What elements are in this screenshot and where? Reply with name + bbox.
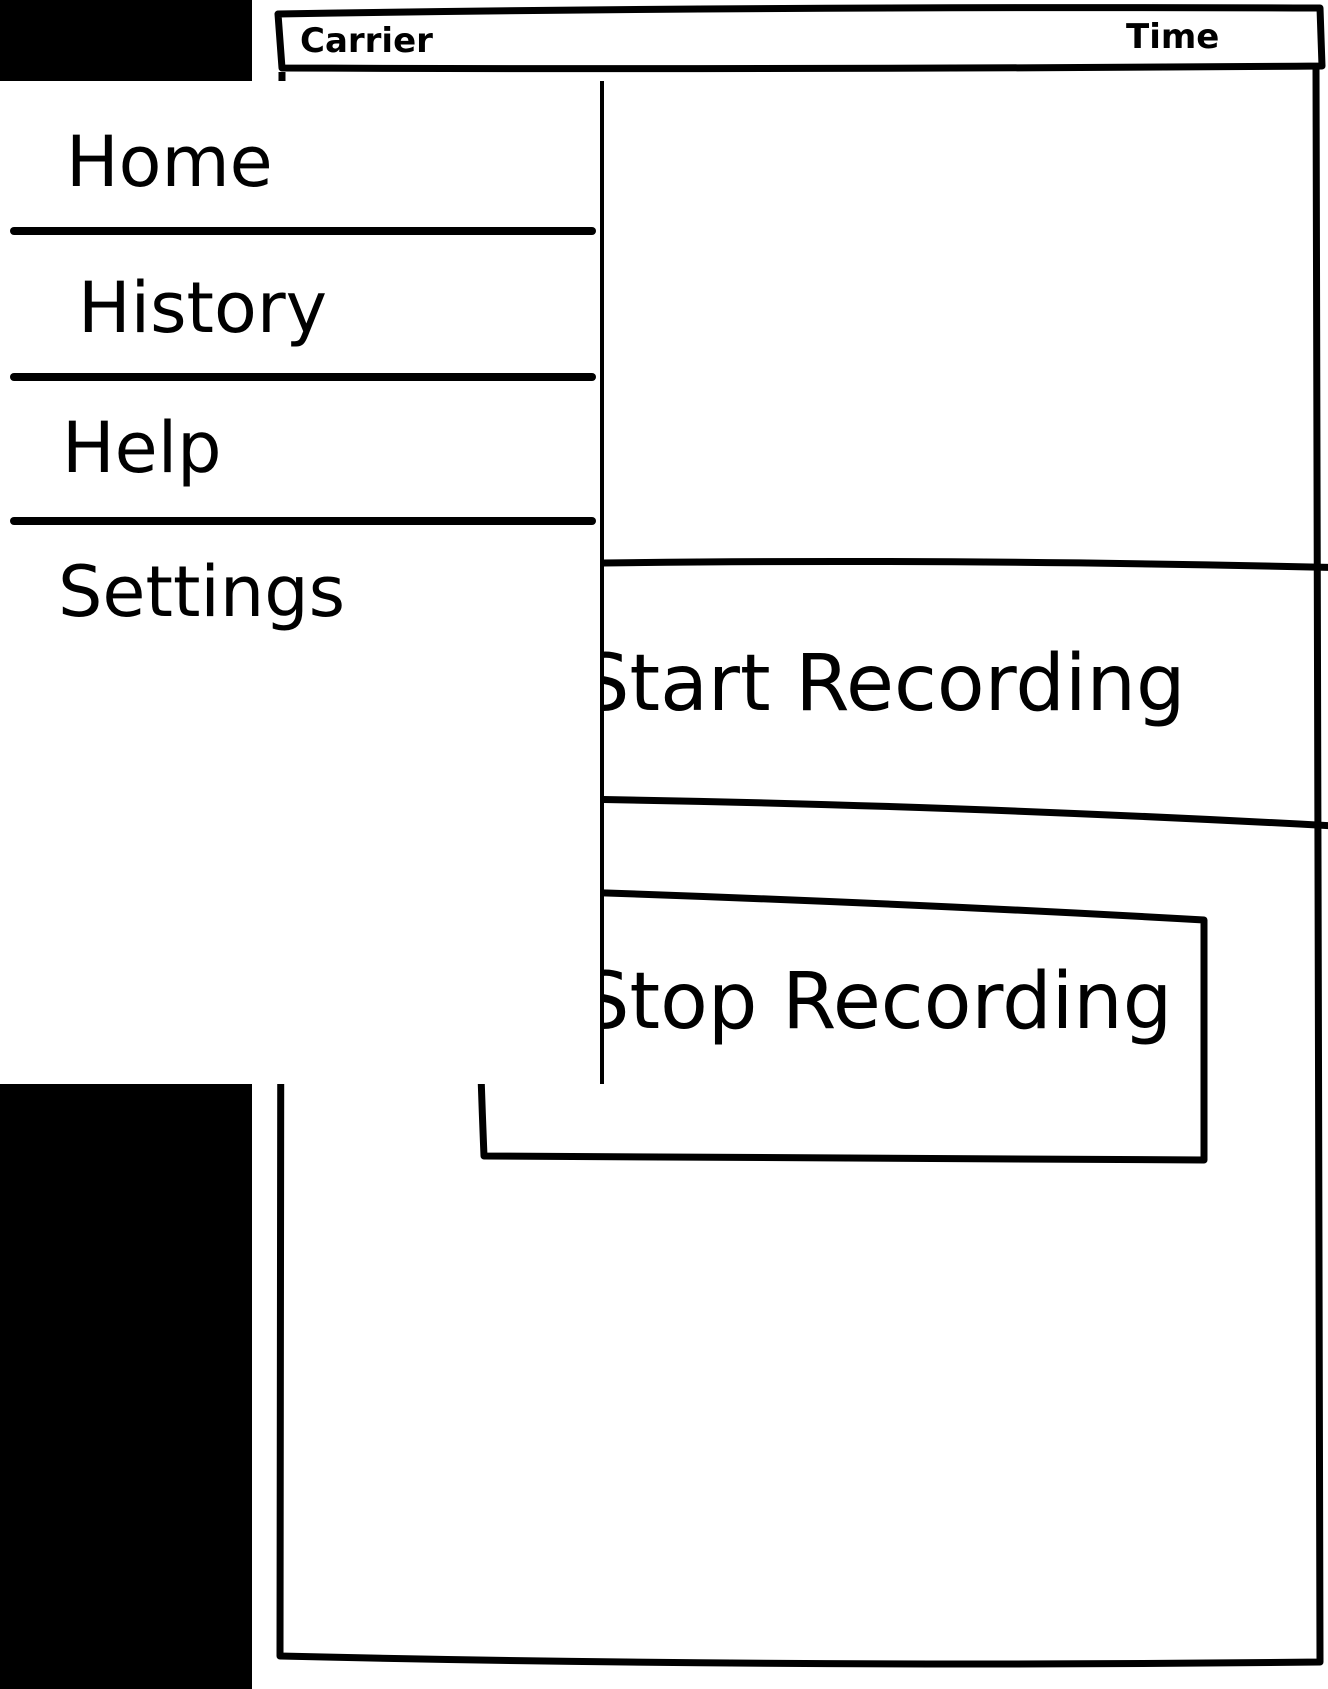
drawer-divider xyxy=(10,373,596,381)
carrier-label: Carrier xyxy=(300,21,433,61)
drawer-item-label: Help xyxy=(62,407,222,489)
drawer-item-home[interactable]: Home xyxy=(0,91,600,231)
drawer-divider xyxy=(10,517,596,525)
start-recording-button[interactable]: Start Recording xyxy=(482,560,1328,826)
stop-recording-button[interactable]: Stop Recording xyxy=(482,880,1328,1160)
drawer-item-label: History xyxy=(78,267,328,349)
stop-recording-label: Stop Recording xyxy=(580,957,1173,1047)
drawer-item-help[interactable]: Help xyxy=(0,387,600,527)
time-label: Time xyxy=(1126,17,1220,57)
drawer-item-label: Home xyxy=(66,121,273,203)
start-recording-label: Start Recording xyxy=(580,639,1186,729)
drawer-item-history[interactable]: History xyxy=(0,239,600,379)
navigation-drawer: Home History Help Settings xyxy=(0,81,604,1084)
drawer-item-settings[interactable]: Settings xyxy=(0,529,600,669)
drawer-divider xyxy=(10,227,596,235)
drawer-item-label: Settings xyxy=(58,551,346,633)
